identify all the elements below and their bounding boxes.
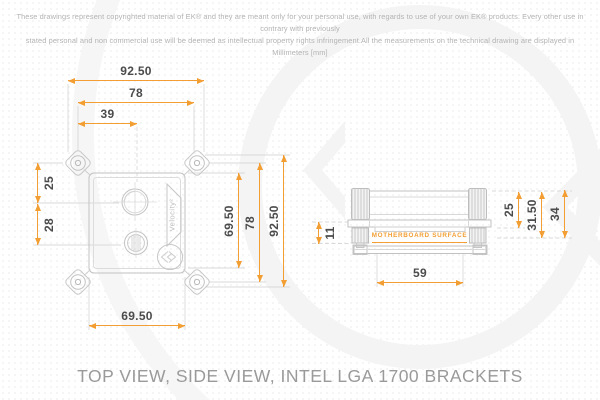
watermark-chevron-right (543, 148, 600, 266)
thumb-nut-left (351, 188, 370, 220)
dim-top-outer-height: 92.50 (267, 155, 287, 287)
copyright-disclaimer: These drawings represent copyrighted mat… (14, 11, 586, 58)
ek-logo-mark (160, 251, 177, 263)
dim-side-standoff-height: 11 (315, 222, 337, 244)
thumb-nut-right (468, 188, 487, 220)
watermark-ring (238, 5, 600, 369)
motherboard-surface-line (372, 241, 467, 243)
dim-top-hole-span-width: 78 (78, 86, 194, 106)
dim-side-coldplate-width: 59 (377, 266, 463, 286)
side-view-drawing (347, 188, 492, 255)
bracket-arm-lines (83, 169, 191, 276)
dim-top-outer-width: 92.50 (68, 64, 204, 84)
inlet-port (113, 183, 157, 221)
ek-watermark (72, 0, 600, 400)
dim-side-top-to-backplate: 31.50 (525, 192, 545, 238)
accent-band-outline (166, 182, 182, 248)
watermark-arc (72, 0, 210, 400)
dim-top-hole-span-height: 78 (243, 163, 263, 282)
side-body-outline (368, 190, 470, 221)
motherboard-surface-label: MOTHERBOARD SURFACE (371, 232, 468, 239)
plug-port (124, 228, 148, 258)
cpu-plate-outline (374, 226, 466, 232)
standoff-left (351, 227, 369, 244)
disclaimer-line-2: stated personal and non commercial use w… (25, 35, 575, 57)
ek-badge (157, 244, 183, 270)
block-body-outline (88, 172, 186, 274)
top-view-drawing: Velocity² (65, 150, 210, 295)
dim-top-body-width: 69.50 (89, 309, 185, 329)
dim-side-total-height: 34 (548, 189, 568, 238)
mounting-tab-bottom-right (184, 269, 210, 295)
dim-top-port-spacing: 28 (34, 204, 56, 245)
watermark-chevron-left (303, 121, 345, 219)
standoff-right (469, 227, 487, 244)
dim-top-body-height: 69.50 (222, 173, 242, 268)
page-title: TOP VIEW, SIDE VIEW, INTEL LGA 1700 BRAC… (77, 366, 523, 386)
dim-top-hole-to-port: 25 (34, 163, 56, 203)
dim-side-top-to-bracket: 25 (502, 192, 522, 228)
dim-top-hole-to-center: 39 (78, 107, 137, 127)
disclaimer-line-1: These drawings represent copyrighted mat… (16, 12, 584, 33)
product-label: Velocity² (168, 199, 177, 232)
